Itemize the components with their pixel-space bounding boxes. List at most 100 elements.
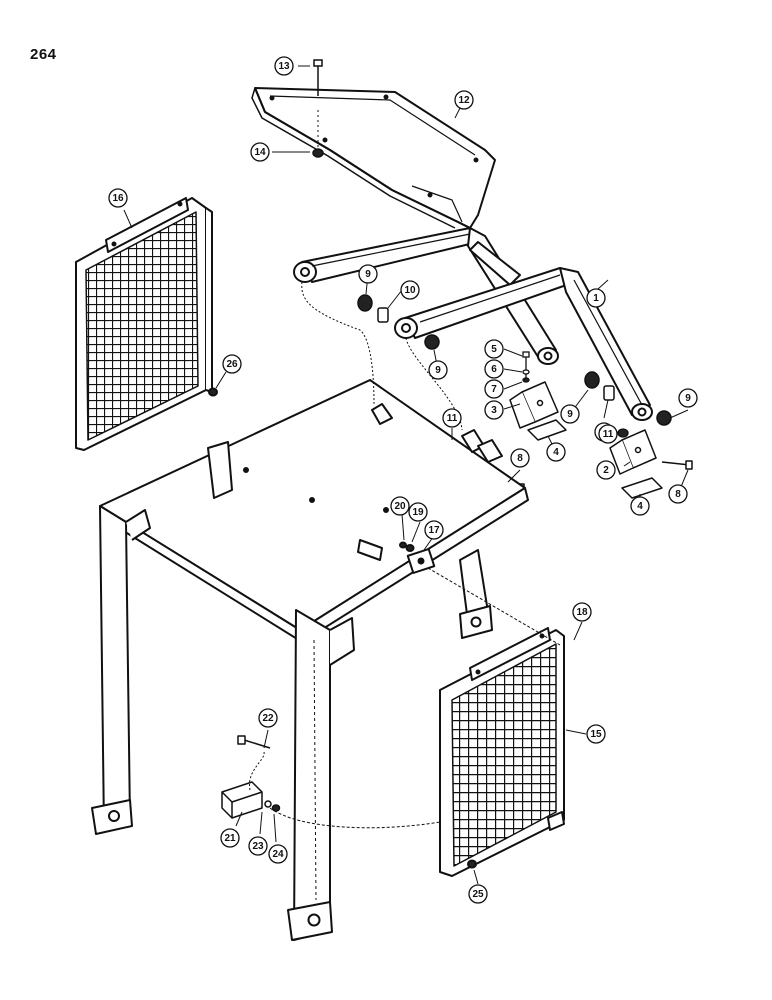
callout-label: 15 bbox=[590, 729, 602, 740]
callout-label: 25 bbox=[472, 889, 484, 900]
callout-c8a: 8 bbox=[510, 448, 530, 468]
rops-lower-frame bbox=[91, 379, 529, 941]
callout-label: 12 bbox=[458, 95, 470, 106]
callout-circle bbox=[274, 56, 294, 76]
right-screen bbox=[439, 627, 565, 877]
callout-circle bbox=[408, 502, 428, 522]
callout-c9b: 9 bbox=[428, 360, 448, 380]
callout-circle bbox=[358, 264, 378, 284]
callout-c8b: 8 bbox=[668, 484, 688, 504]
callout-circle bbox=[108, 188, 128, 208]
callout-label: 21 bbox=[224, 833, 236, 844]
callout-label: 14 bbox=[254, 147, 266, 158]
callout-label: 19 bbox=[412, 507, 424, 518]
callout-circle bbox=[250, 142, 270, 162]
callout-c14: 14 bbox=[250, 142, 270, 162]
roof-bolt bbox=[312, 59, 324, 158]
callout-label: 4 bbox=[637, 501, 643, 512]
callout-c24: 24 bbox=[268, 844, 288, 864]
callout-circle bbox=[248, 836, 268, 856]
callout-c9a: 9 bbox=[358, 264, 378, 284]
callout-c21: 21 bbox=[220, 828, 240, 848]
callout-label: 24 bbox=[272, 849, 284, 860]
step-bracket bbox=[221, 735, 281, 819]
callout-c15: 15 bbox=[586, 724, 606, 744]
callout-label: 20 bbox=[394, 501, 406, 512]
callout-circle bbox=[484, 359, 504, 379]
callout-circle bbox=[468, 884, 488, 904]
callout-label: 4 bbox=[553, 447, 559, 458]
callout-circle bbox=[560, 404, 580, 424]
callout-c6: 6 bbox=[484, 359, 504, 379]
callout-c12: 12 bbox=[454, 90, 474, 110]
callout-label: 1 bbox=[593, 293, 599, 304]
callout-circle bbox=[454, 90, 474, 110]
callout-c4a: 4 bbox=[546, 442, 566, 462]
mount-brackets bbox=[495, 381, 693, 499]
callout-c18: 18 bbox=[572, 602, 592, 622]
callout-circle bbox=[268, 844, 288, 864]
callout-c9c: 9 bbox=[560, 404, 580, 424]
callout-c4b: 4 bbox=[630, 496, 650, 516]
callout-circle bbox=[442, 408, 462, 428]
roof-panel bbox=[251, 87, 496, 229]
callout-c26: 26 bbox=[222, 354, 242, 374]
rops-upper-frame bbox=[293, 227, 653, 421]
callout-circle bbox=[596, 460, 616, 480]
callout-label: 9 bbox=[435, 365, 441, 376]
callout-c20: 20 bbox=[390, 496, 410, 516]
callout-circle bbox=[598, 424, 618, 444]
callout-circle bbox=[484, 379, 504, 399]
callout-label: 9 bbox=[567, 409, 573, 420]
callout-circle bbox=[390, 496, 410, 516]
callout-label: 23 bbox=[252, 841, 264, 852]
callout-group: 1234456788999910101111121314151617181920… bbox=[108, 56, 698, 904]
callout-label: 9 bbox=[365, 269, 371, 280]
callout-c23: 23 bbox=[248, 836, 268, 856]
callout-label: 3 bbox=[491, 405, 497, 416]
callout-circle bbox=[424, 520, 444, 540]
isolator-mounts bbox=[357, 294, 672, 426]
callout-label: 8 bbox=[675, 489, 681, 500]
callout-label: 2 bbox=[603, 465, 609, 476]
callout-label: 13 bbox=[278, 61, 290, 72]
callout-circle bbox=[546, 442, 566, 462]
callout-c3: 3 bbox=[484, 400, 504, 420]
callout-label: 5 bbox=[491, 344, 497, 355]
callout-label: 9 bbox=[685, 393, 691, 404]
callout-circle bbox=[510, 448, 530, 468]
callout-c7: 7 bbox=[484, 379, 504, 399]
callout-c1: 1 bbox=[586, 288, 606, 308]
callout-circle bbox=[572, 602, 592, 622]
callout-circle bbox=[220, 828, 240, 848]
callout-label: 11 bbox=[447, 413, 458, 424]
callout-circle bbox=[678, 388, 698, 408]
callout-c10a: 10 bbox=[400, 280, 420, 300]
callout-circle bbox=[400, 280, 420, 300]
callout-circle bbox=[484, 339, 504, 359]
callout-c17: 17 bbox=[424, 520, 444, 540]
callout-label: 26 bbox=[226, 359, 238, 370]
callout-c5: 5 bbox=[484, 339, 504, 359]
callout-c11a: 11 bbox=[442, 408, 462, 428]
callout-label: 16 bbox=[112, 193, 124, 204]
callout-c11b: 11 bbox=[598, 424, 618, 444]
callout-circle bbox=[586, 724, 606, 744]
callout-label: 8 bbox=[517, 453, 523, 464]
left-screen bbox=[75, 197, 218, 451]
callout-c9d: 9 bbox=[678, 388, 698, 408]
callout-label: 6 bbox=[491, 364, 497, 375]
callout-c16: 16 bbox=[108, 188, 128, 208]
callout-c13: 13 bbox=[274, 56, 294, 76]
callout-label: 22 bbox=[262, 713, 274, 724]
callout-label: 18 bbox=[576, 607, 588, 618]
callout-circle bbox=[484, 400, 504, 420]
callout-circle bbox=[586, 288, 606, 308]
callout-circle bbox=[428, 360, 448, 380]
callout-circle bbox=[668, 484, 688, 504]
callout-label: 11 bbox=[603, 429, 614, 440]
callout-c19: 19 bbox=[408, 502, 428, 522]
callout-circle bbox=[222, 354, 242, 374]
